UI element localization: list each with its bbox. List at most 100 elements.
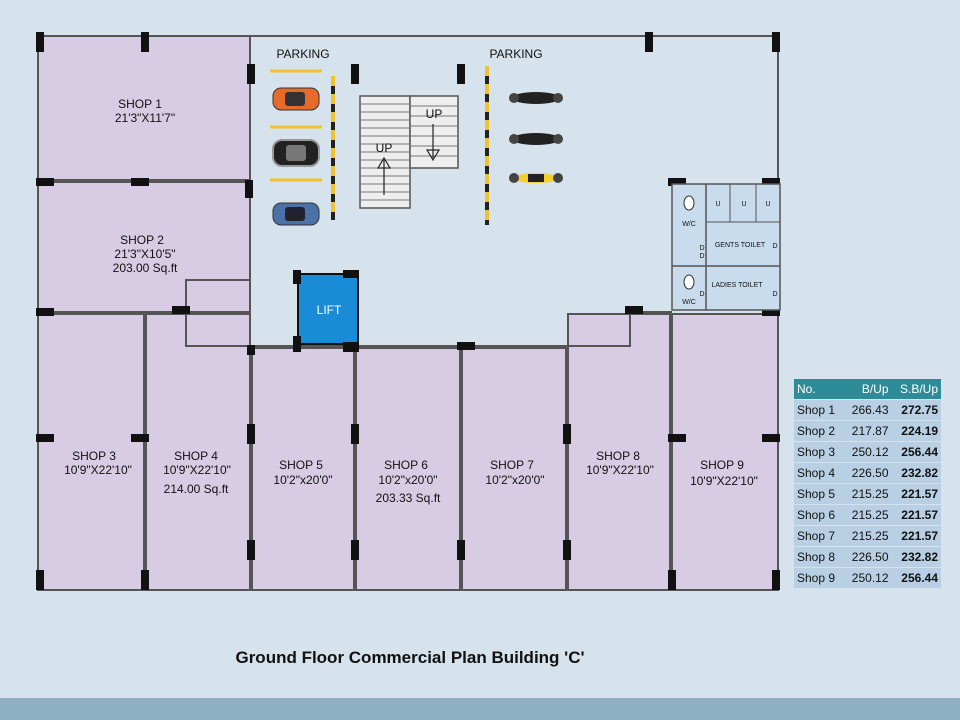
gents-toilet-label: GENTS TOILET	[715, 242, 766, 249]
cell-bup: 226.50	[843, 547, 892, 567]
shop-dims: 10'9"X22'10"	[64, 463, 132, 477]
shop-8-room	[567, 313, 671, 591]
cell-bup: 266.43	[843, 400, 892, 420]
cell-bup: 215.25	[843, 526, 892, 546]
cell-sbup: 224.19	[891, 421, 941, 441]
col-header-sbup: S.B/Up	[891, 379, 941, 399]
cell-no: Shop 3	[794, 442, 844, 462]
shop-dims: 10'9"X22'10"	[690, 474, 758, 488]
footer-bar	[0, 698, 960, 720]
wc-label: W/C	[682, 221, 696, 228]
cell-bup: 250.12	[843, 568, 892, 588]
cell-sbup: 256.44	[891, 568, 941, 588]
door-label: D	[699, 253, 704, 260]
toilet-block	[671, 183, 781, 311]
lift-column	[343, 270, 359, 278]
urinal-label: U	[741, 201, 746, 208]
ladies-toilet-label: LADIES TOILET	[711, 282, 763, 289]
col-header-no: No.	[794, 379, 844, 399]
parking-stripes-left	[270, 69, 335, 225]
cell-sbup: 221.57	[891, 505, 941, 525]
col-header-bup: B/Up	[843, 379, 892, 399]
lift-column	[343, 342, 359, 352]
plan-title: Ground Floor Commercial Plan Building 'C…	[235, 648, 585, 667]
area-table-header-row: No. B/Up S.B/Up	[794, 379, 941, 399]
motorbike-icon	[509, 133, 563, 145]
cell-sbup: 272.75	[891, 400, 941, 420]
motorbike-icon	[509, 92, 563, 104]
cell-sbup: 221.57	[891, 484, 941, 504]
shop-area: 214.00 Sq.ft	[164, 482, 229, 496]
cell-no: Shop 5	[794, 484, 844, 504]
shop-6-room	[355, 347, 461, 591]
cell-bup: 217.87	[843, 421, 892, 441]
shop-name: SHOP 6	[384, 458, 428, 472]
columns	[36, 32, 780, 590]
cell-no: Shop 1	[794, 400, 844, 420]
door-label: D	[699, 245, 704, 252]
car-icon	[272, 139, 320, 167]
cell-no: Shop 6	[794, 505, 844, 525]
shop-7-room	[461, 347, 567, 591]
shop-dims: 10'9"X22'10"	[163, 463, 231, 477]
stair-up-label: UP	[426, 107, 443, 121]
parking-right-label: PARKING	[489, 47, 542, 61]
cell-no: Shop 4	[794, 463, 844, 483]
cell-bup: 215.25	[843, 484, 892, 504]
shop-name: SHOP 3	[72, 449, 116, 463]
shop-5-room	[251, 347, 355, 591]
shop-3-room	[37, 313, 145, 591]
lift	[297, 273, 359, 345]
parking-left-label: PARKING	[276, 47, 329, 61]
cell-no: Shop 2	[794, 421, 844, 441]
lift-label: LIFT	[317, 303, 342, 317]
shop-dims: 21'3"X10'5"	[114, 247, 175, 261]
car-icon	[272, 87, 320, 111]
shop-dims: 10'2"x20'0"	[485, 473, 544, 487]
cell-sbup: 256.44	[891, 442, 941, 462]
cell-no: Shop 9	[794, 568, 844, 588]
urinal-label: U	[715, 201, 720, 208]
shop-4-room	[145, 313, 251, 591]
stair-up-label: UP	[376, 141, 393, 155]
shop-name: SHOP 1	[118, 97, 162, 111]
shop-dims: 10'9"X22'10"	[586, 463, 654, 477]
shop-1-room	[37, 35, 251, 181]
lift-column	[293, 336, 301, 352]
shop-name: SHOP 4	[174, 449, 218, 463]
motorbike-icon	[509, 173, 563, 183]
shop-name: SHOP 7	[490, 458, 534, 472]
shop-area: 203.33 Sq.ft	[376, 491, 441, 505]
wc-label: W/C	[682, 299, 696, 306]
shop-area: 203.00 Sq.ft	[113, 261, 178, 275]
staircase	[359, 95, 459, 209]
cell-no: Shop 8	[794, 547, 844, 567]
shop-name: SHOP 5	[279, 458, 323, 472]
cell-no: Shop 7	[794, 526, 844, 546]
shop-name: SHOP 9	[700, 458, 744, 472]
cell-bup: 215.25	[843, 505, 892, 525]
shop-dims: 10'2"x20'0"	[273, 473, 332, 487]
door-label: D	[772, 243, 777, 250]
shop-name: SHOP 2	[120, 233, 164, 247]
cell-sbup: 221.57	[891, 526, 941, 546]
lift-column	[293, 270, 301, 284]
cell-sbup: 232.82	[891, 463, 941, 483]
cell-bup: 226.50	[843, 463, 892, 483]
door-label: D	[699, 291, 704, 298]
door-label: D	[772, 291, 777, 298]
cell-sbup: 232.82	[891, 547, 941, 567]
shop-9-room	[671, 313, 779, 591]
shop-name: SHOP 8	[596, 449, 640, 463]
